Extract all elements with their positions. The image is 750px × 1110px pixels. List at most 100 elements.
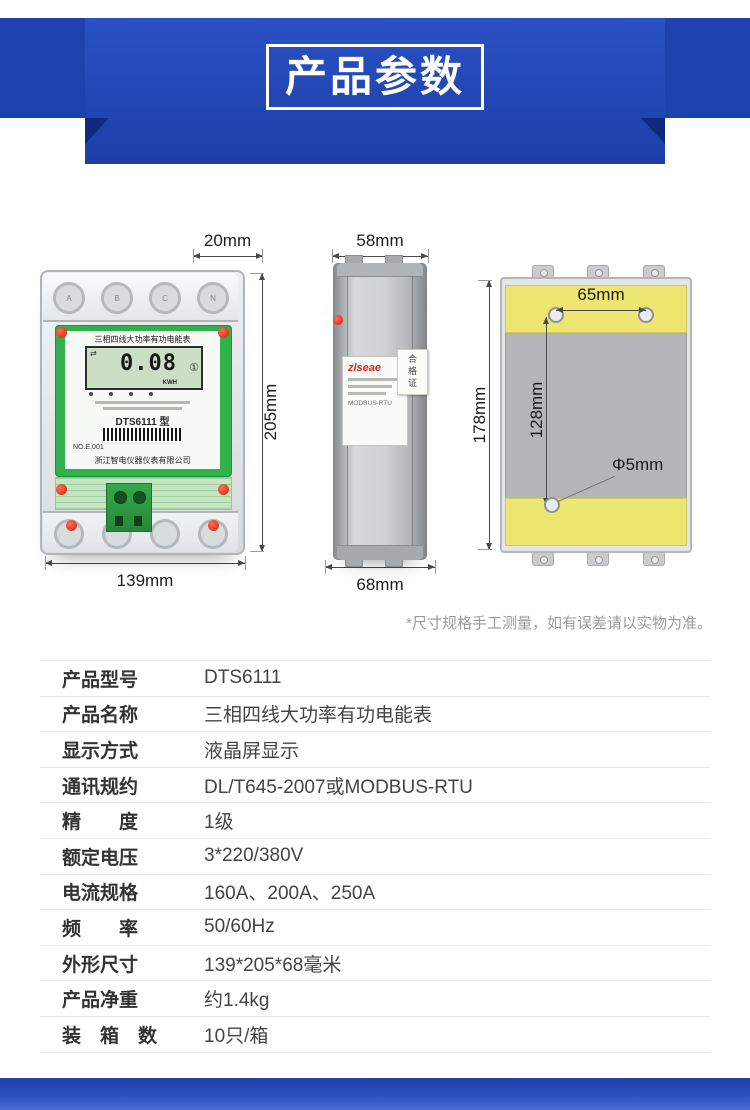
- spec-value: 50/60Hz: [204, 916, 275, 938]
- meter-title: 三相四线大功率有功电能表: [94, 335, 191, 344]
- spec-text-line: [95, 401, 190, 404]
- terminal-label: N: [210, 293, 216, 303]
- terminal-n: N: [197, 282, 229, 314]
- terminal-block: [106, 483, 152, 532]
- dim-tick: [428, 249, 429, 263]
- banner-ribbon-center: [85, 18, 665, 164]
- back-view: 65mm 128mm Φ5mm: [500, 265, 692, 566]
- dim-tick: [250, 273, 264, 274]
- spec-label: 外形尺寸: [62, 954, 139, 976]
- table-row: 产品净重 约1.4kg: [40, 981, 710, 1017]
- spec-label: 显示方式: [62, 740, 139, 762]
- terminal-c: C: [149, 282, 181, 314]
- terminal-screw: [133, 491, 146, 504]
- spec-label: 频 率: [62, 918, 139, 940]
- indicator-row: [89, 392, 153, 396]
- dim-tick: [250, 551, 264, 552]
- table-row: 外形尺寸 139*205*68毫米: [40, 946, 710, 982]
- label-text-line: [348, 378, 400, 381]
- meter-serial: NO.E.001: [73, 444, 104, 451]
- ribbon-fold-left: [85, 118, 109, 144]
- lcd-reading: 0.08: [120, 351, 177, 376]
- dim-tick: [262, 249, 263, 263]
- spec-text-line: [103, 407, 182, 410]
- dim-tick: [435, 560, 436, 574]
- table-row: 产品名称 三相四线大功率有功电能表: [40, 697, 710, 733]
- table-row: 产品型号 DTS6111: [40, 661, 710, 697]
- case-seam: [412, 276, 413, 546]
- dim-tick: [478, 280, 492, 281]
- dim-label-139mm: 139mm: [116, 571, 174, 590]
- screw-hole-5mm: [544, 497, 560, 513]
- table-row: 频 率 50/60Hz: [40, 910, 710, 946]
- spec-label: 额定电压: [62, 847, 139, 869]
- dim-label-205mm: 205mm: [261, 383, 280, 441]
- dimension-diagram: 20mm 205mm 139mm A B C N 三相四线大功率有功电能表 ⇄ …: [0, 225, 750, 655]
- spec-value: 1级: [204, 812, 234, 834]
- page-title: 产品参数: [284, 53, 466, 100]
- spec-label: 装 箱 数: [62, 1025, 158, 1047]
- mount-tab: [532, 553, 554, 566]
- back-gray-middle: [505, 333, 687, 498]
- dim-label-20mm: 20mm: [203, 231, 252, 250]
- mount-foot: [385, 560, 403, 567]
- terminal-label: A: [66, 293, 72, 303]
- seal-screw: [208, 520, 219, 531]
- side-top-cap: [337, 263, 423, 277]
- front-view: A B C N 三相四线大功率有功电能表 ⇄ 0.08 KWH ① DTS611…: [40, 270, 245, 555]
- spec-value: 三相四线大功率有功电能表: [204, 705, 433, 727]
- seal-screw: [66, 520, 77, 531]
- mount-tab: [532, 265, 554, 278]
- dim-label-68mm: 68mm: [356, 575, 404, 594]
- label-text-line: [348, 392, 386, 395]
- dim-line-58mm: [332, 253, 428, 259]
- terminal-label: C: [162, 293, 168, 303]
- lcd-unit: KWH: [162, 380, 177, 386]
- dim-line-178mm: [486, 280, 492, 550]
- dim-label-128mm: 128mm: [527, 381, 546, 439]
- dim-line-68mm: [325, 564, 435, 570]
- table-row: 电流规格 160A、200A、250A: [40, 875, 710, 911]
- dim-line-20mm: [193, 253, 263, 259]
- dim-tick: [45, 556, 46, 570]
- mount-tab: [345, 255, 363, 263]
- dim-tick: [332, 249, 333, 263]
- measurement-note: *尺寸规格手工测量，如有误差请以实物为准。: [406, 615, 712, 632]
- label-text-line: [348, 385, 392, 388]
- dim-line-65mm: [556, 307, 646, 313]
- spec-label: 产品净重: [62, 990, 139, 1012]
- brand-logo: zlseae: [348, 362, 382, 374]
- spec-value: 139*205*68毫米: [204, 954, 342, 976]
- meter-faceplate: 三相四线大功率有功电能表 ⇄ 0.08 KWH ① DTS6111 型 NO.E…: [65, 331, 220, 469]
- lcd-display: ⇄ 0.08 KWH ①: [85, 346, 203, 390]
- meter-company: 浙江智电仪器仪表有限公司: [94, 456, 191, 465]
- protocol-text: MODBUS-RTU: [348, 400, 392, 407]
- mount-tab: [587, 553, 609, 566]
- spec-label: 通讯规约: [62, 776, 139, 798]
- seal-screw: [218, 327, 229, 338]
- page-title-box: 产品参数: [265, 44, 485, 110]
- terminal-screw: [114, 491, 127, 504]
- dim-label-65mm: 65mm: [577, 285, 625, 304]
- dim-tick: [193, 249, 194, 263]
- table-row: 显示方式 液晶屏显示: [40, 732, 710, 768]
- seal-screw: [333, 315, 343, 325]
- side-view: zlseae MODBUS-RTU 合格证: [333, 255, 428, 567]
- dim-label-hole-dia: Φ5mm: [612, 455, 664, 474]
- meter-model: DTS6111 型: [115, 417, 170, 428]
- table-row: 精 度 1级: [40, 803, 710, 839]
- dim-tick: [478, 549, 492, 550]
- seal-screw: [56, 484, 67, 495]
- spec-value: DL/T645-2007或MODBUS-RTU: [204, 776, 473, 798]
- terminal: [150, 519, 180, 549]
- spec-table: 产品型号 DTS6111 产品名称 三相四线大功率有功电能表 显示方式 液晶屏显…: [40, 660, 710, 1053]
- spec-value: 10只/箱: [204, 1025, 269, 1047]
- spec-value: 3*220/380V: [204, 845, 304, 867]
- dim-line-205mm: [259, 273, 265, 552]
- ribbon-fold-right: [641, 118, 665, 144]
- back-yellow-bottom: [505, 498, 687, 546]
- lcd-arrows-icon: ⇄: [90, 349, 97, 358]
- table-row: 额定电压 3*220/380V: [40, 839, 710, 875]
- spec-label: 产品型号: [62, 669, 139, 691]
- terminal-slot: [134, 516, 142, 526]
